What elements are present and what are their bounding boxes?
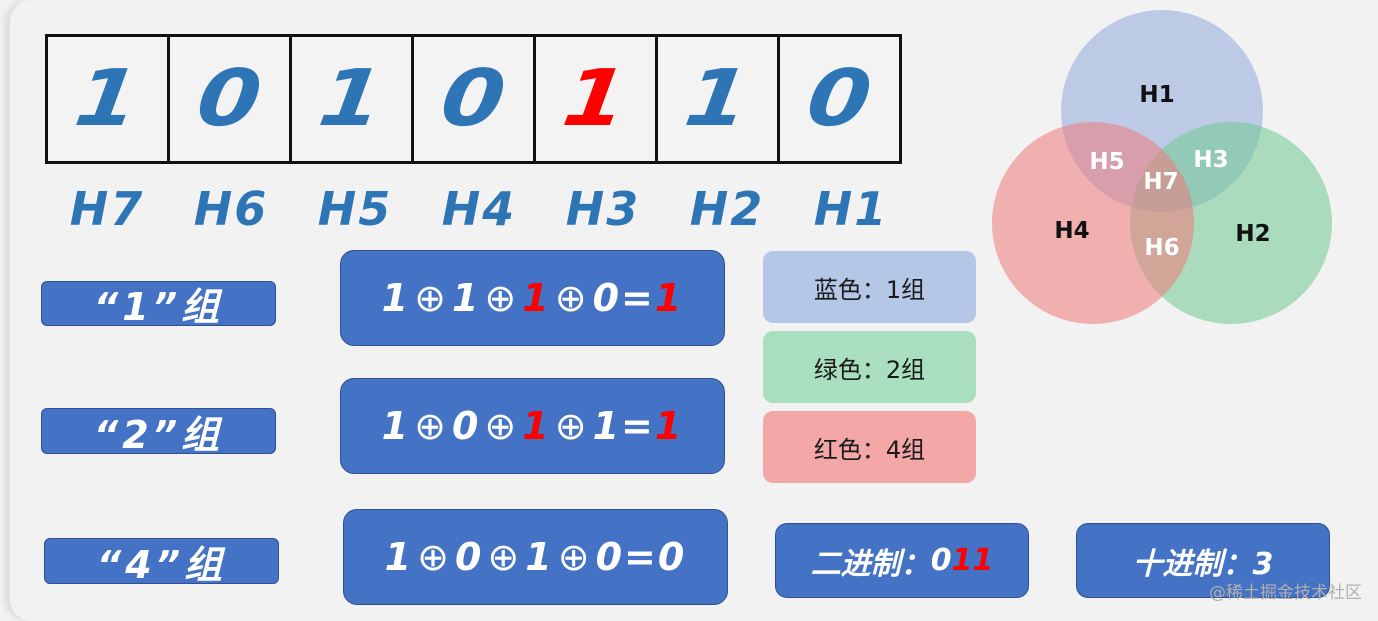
formula-digit: 1 xyxy=(381,404,411,448)
legend-text: 绿色：2组 xyxy=(813,355,926,384)
xor-symbol: ⊕ xyxy=(484,404,519,448)
group-4-formula: 1⊕0⊕1⊕0=0 xyxy=(343,509,728,605)
bit-row: 1 0 1 0 1 1 0 xyxy=(45,34,902,164)
decimal-result: 十进制：3 xyxy=(1076,523,1330,598)
formula-digit: 1 xyxy=(384,535,414,579)
position-label: H1 xyxy=(813,182,889,236)
bit-cell-h3: 1 xyxy=(533,34,658,164)
bit-value: 1 xyxy=(69,54,146,144)
equals-symbol: = xyxy=(621,404,655,448)
formula-digit: 0 xyxy=(595,535,625,579)
bit-cell-h1: 0 xyxy=(777,34,902,164)
watermark: @稀土掘金技术社区 xyxy=(1209,583,1362,603)
binary-digit: 0 xyxy=(930,543,952,578)
formula-digit: 1 xyxy=(522,276,551,320)
formula-digit: 1 xyxy=(381,276,411,320)
group-4-label: “4”组 xyxy=(44,538,279,587)
group-2-label: “2”组 xyxy=(41,408,276,457)
legend-blue: 蓝色：1组 xyxy=(763,251,976,323)
venn-label-h2: H2 xyxy=(1235,221,1270,247)
bit-cell-h2: 1 xyxy=(655,34,780,164)
position-labels: H7 H6 H5 H4 H3 H2 H1 xyxy=(45,182,913,236)
formula-digit: 1 xyxy=(592,404,622,448)
bit-value: 1 xyxy=(313,54,390,144)
venn-label-h6: H6 xyxy=(1144,235,1179,261)
bit-value: 0 xyxy=(191,54,268,144)
group-1-label: “1”组 xyxy=(41,281,276,329)
formula-digit: 1 xyxy=(654,276,684,320)
xor-symbol: ⊕ xyxy=(487,535,522,579)
xor-symbol: ⊕ xyxy=(557,535,592,579)
formula-digit: 0 xyxy=(451,404,481,448)
equals-symbol: = xyxy=(624,535,658,579)
binary-prefix: 二进制： xyxy=(810,546,931,582)
formula-digit: 1 xyxy=(522,404,551,448)
xor-symbol: ⊕ xyxy=(414,276,448,320)
bit-value: 1 xyxy=(679,54,756,144)
decimal-text: 十进制：3 xyxy=(1132,546,1274,582)
venn-label-h3: H3 xyxy=(1193,147,1228,173)
binary-digit: 1 xyxy=(951,543,973,578)
position-label: H6 xyxy=(193,182,269,236)
position-label: H4 xyxy=(441,182,517,236)
group-1-formula: 1⊕1⊕1⊕0=1 xyxy=(340,250,725,346)
position-label: H2 xyxy=(689,182,765,236)
formula-digit: 0 xyxy=(454,535,484,579)
venn-label-h1: H1 xyxy=(1139,82,1174,108)
bit-cell-h6: 0 xyxy=(167,34,292,164)
venn-label-h5: H5 xyxy=(1089,149,1124,175)
venn-diagram: H1 H2 H4 H5 H3 H7 H6 xyxy=(992,10,1332,324)
xor-symbol: ⊕ xyxy=(554,276,589,320)
bit-cell-h7: 1 xyxy=(45,34,170,164)
venn-label-h4: H4 xyxy=(1054,218,1089,244)
bit-cell-h5: 1 xyxy=(289,34,414,164)
binary-result: 二进制：011 xyxy=(775,523,1029,598)
legend-text: 蓝色：1组 xyxy=(813,275,926,304)
venn-circle-h2 xyxy=(1130,122,1332,324)
bit-value: 0 xyxy=(801,54,878,144)
formula-digit: 1 xyxy=(451,276,481,320)
position-label: H5 xyxy=(317,182,393,236)
xor-symbol: ⊕ xyxy=(554,404,589,448)
venn-circle-h4 xyxy=(992,122,1194,324)
legend-green: 绿色：2组 xyxy=(763,331,976,403)
legend-text: 红色：4组 xyxy=(813,435,926,464)
legend-red: 红色：4组 xyxy=(763,411,976,483)
bit-cell-h4: 0 xyxy=(411,34,536,164)
venn-label-h7: H7 xyxy=(1143,169,1178,195)
bit-value: 0 xyxy=(435,54,512,144)
xor-symbol: ⊕ xyxy=(414,404,448,448)
formula-digit: 1 xyxy=(525,535,554,579)
formula-digit: 0 xyxy=(592,276,622,320)
position-label: H7 xyxy=(69,182,145,236)
bit-value-highlighted: 1 xyxy=(557,54,634,144)
xor-symbol: ⊕ xyxy=(417,535,451,579)
equals-symbol: = xyxy=(621,276,655,320)
formula-digit: 1 xyxy=(654,404,684,448)
position-label: H3 xyxy=(565,182,641,236)
binary-digit: 1 xyxy=(972,543,994,578)
group-2-formula: 1⊕0⊕1⊕1=1 xyxy=(340,378,725,474)
formula-digit: 0 xyxy=(657,535,687,579)
xor-symbol: ⊕ xyxy=(484,276,519,320)
binary-digits: 011 xyxy=(931,543,994,578)
